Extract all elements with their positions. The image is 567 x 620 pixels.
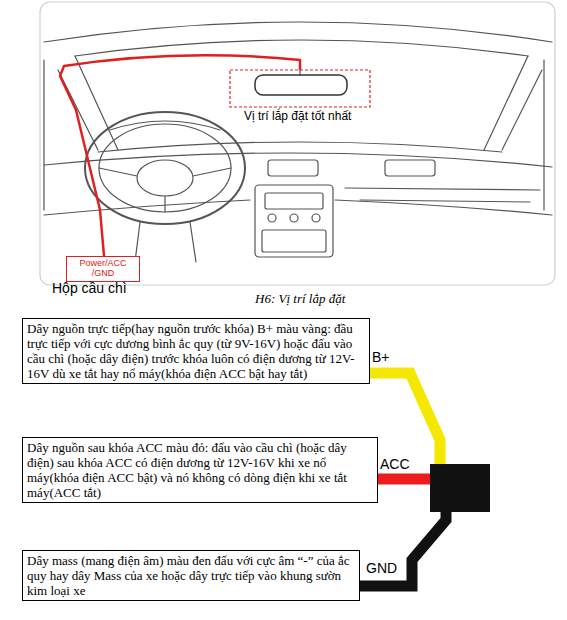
node-text: Dây mass (mang điện âm) màu đen đấu với …	[27, 553, 355, 598]
note-box: Dây mass (mang điện âm) màu đen đấu với …	[22, 550, 360, 601]
note-box: Dây nguồn sau khóa ACC màu đỏ: đấu vào c…	[22, 437, 378, 503]
note-box: Dây nguồn trực tiếp(hay nguồn trước khóa…	[22, 318, 370, 384]
fuse-box-label: Hộp cầu chì	[52, 280, 127, 296]
a-pillar	[75, 56, 528, 150]
steering-column	[135, 222, 196, 262]
wire-red	[378, 474, 432, 485]
power-cable	[60, 55, 300, 256]
steering-wheel	[85, 112, 245, 224]
steering-hub	[137, 160, 193, 196]
steering-wheel-inner	[99, 124, 231, 212]
radio	[265, 193, 323, 209]
dashed-area	[230, 70, 370, 107]
roof-line	[44, 22, 552, 42]
node-text: Dây nguồn sau khóa ACC màu đỏ: đấu vào c…	[27, 440, 373, 500]
connector-block	[430, 464, 490, 512]
frame	[40, 2, 555, 285]
node-text: Power/ACC /GND	[69, 258, 137, 278]
wire-black	[360, 508, 446, 586]
signal-name: ACC	[380, 456, 410, 472]
location-label: Vị trí lắp đặt tốt nhất	[244, 109, 351, 123]
glovebox-line	[345, 188, 540, 202]
knob	[268, 214, 276, 222]
dashboard-lower	[44, 200, 552, 215]
node-text: Dây nguồn trực tiếp(hay nguồn trước khóa…	[27, 321, 365, 381]
steering-spokes	[99, 168, 231, 212]
fuse-tag: Power/ACC /GND	[66, 256, 140, 282]
side-window	[44, 60, 544, 210]
wire-yellow	[370, 373, 440, 468]
knob	[312, 214, 320, 222]
center-vent	[268, 160, 318, 176]
dashboard-edge	[98, 142, 502, 152]
climate-panel	[262, 230, 326, 252]
signal-name: B+	[372, 349, 390, 365]
knob	[290, 214, 298, 222]
rear-mirror	[255, 75, 347, 95]
gauge-hood	[110, 121, 220, 130]
windshield-top	[75, 40, 528, 56]
signal-name: GND	[366, 560, 397, 576]
figure-caption: H6: Vị trí lắp đặt	[255, 291, 345, 307]
right-vent	[385, 160, 435, 176]
center-console	[255, 185, 333, 257]
